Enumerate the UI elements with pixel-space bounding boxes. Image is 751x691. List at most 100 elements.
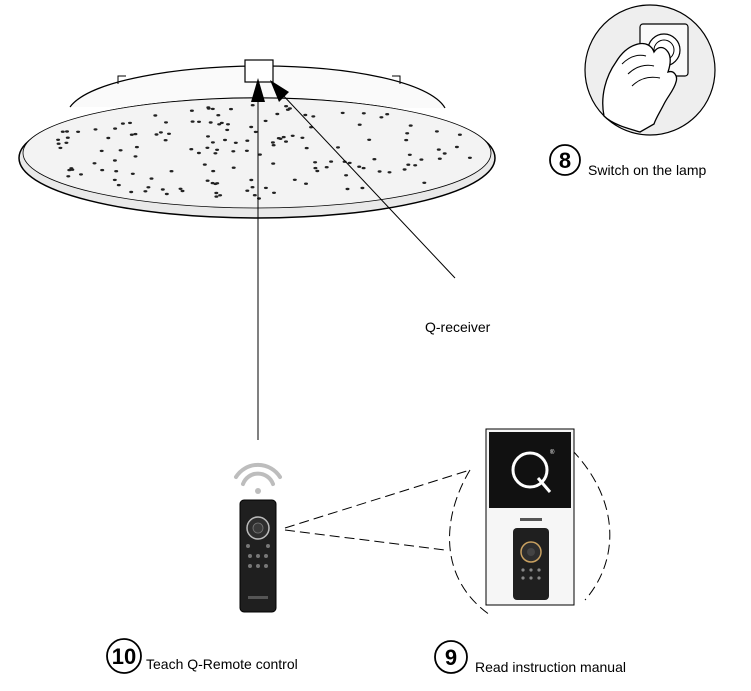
led-dot bbox=[284, 140, 288, 143]
led-dot bbox=[467, 156, 472, 159]
led-dot bbox=[303, 113, 308, 117]
led-dot bbox=[58, 146, 63, 150]
led-dot bbox=[99, 149, 104, 153]
led-dot bbox=[276, 137, 281, 140]
led-dot bbox=[106, 136, 111, 140]
led-dot bbox=[56, 138, 61, 141]
led-dot bbox=[120, 122, 125, 125]
led-dot bbox=[169, 170, 174, 173]
led-dot bbox=[118, 149, 123, 152]
led-dot bbox=[407, 153, 412, 156]
led-dot bbox=[219, 121, 224, 125]
led-dot bbox=[419, 158, 424, 161]
led-dot bbox=[180, 189, 185, 193]
led-dot bbox=[281, 135, 286, 139]
receiver-pointer bbox=[270, 80, 456, 279]
led-dot bbox=[245, 139, 250, 142]
led-dot bbox=[249, 178, 254, 182]
led-dot bbox=[129, 133, 134, 136]
led-dot bbox=[65, 136, 70, 139]
led-dot bbox=[226, 123, 230, 126]
led-dot bbox=[215, 182, 220, 185]
led-dot bbox=[257, 153, 262, 156]
step-9: 9 Read instruction manual bbox=[434, 640, 626, 675]
led-dot bbox=[454, 145, 459, 149]
led-dot bbox=[223, 138, 227, 142]
led-dot bbox=[128, 121, 132, 125]
led-dot bbox=[114, 170, 119, 173]
led-dot bbox=[76, 130, 81, 133]
led-dot bbox=[304, 146, 309, 150]
led-dot bbox=[214, 191, 219, 195]
led-dot bbox=[149, 177, 154, 180]
zoom-callout-lines bbox=[284, 449, 611, 616]
led-dot bbox=[158, 131, 163, 134]
led-dot bbox=[79, 173, 83, 176]
led-dot bbox=[253, 130, 258, 134]
led-dot bbox=[275, 112, 280, 116]
led-dot bbox=[413, 164, 418, 167]
led-dot bbox=[271, 144, 276, 147]
led-dot bbox=[113, 127, 118, 130]
led-dot bbox=[340, 111, 345, 115]
led-dot bbox=[290, 134, 295, 137]
led-dot bbox=[189, 109, 194, 112]
led-dot bbox=[196, 151, 201, 155]
led-dot bbox=[214, 195, 219, 198]
step-8-badge bbox=[549, 144, 581, 176]
led-dot bbox=[263, 186, 268, 190]
led-dot bbox=[210, 181, 215, 185]
led-dot bbox=[202, 163, 207, 166]
hand-switch-icon bbox=[584, 4, 716, 136]
wifi-signal-icon bbox=[234, 462, 282, 494]
led-dot bbox=[408, 124, 413, 127]
led-dot bbox=[367, 138, 372, 141]
led-dot bbox=[93, 128, 98, 131]
led-dot bbox=[69, 167, 74, 170]
led-dot bbox=[252, 194, 257, 197]
led-dot bbox=[372, 158, 377, 161]
signal-line bbox=[251, 78, 265, 440]
led-dot bbox=[65, 130, 69, 133]
remote-control-icon bbox=[239, 499, 277, 613]
led-dot bbox=[357, 123, 362, 126]
instruction-manual-icon: ® bbox=[485, 428, 575, 606]
led-dot bbox=[300, 136, 305, 139]
led-dot bbox=[324, 166, 329, 169]
led-dot bbox=[205, 179, 210, 182]
led-dot bbox=[56, 142, 61, 145]
led-dot bbox=[213, 152, 218, 155]
led-dot bbox=[442, 152, 447, 155]
led-dot bbox=[66, 175, 71, 178]
led-dot bbox=[216, 114, 221, 117]
step-10-number: 10 bbox=[112, 644, 136, 669]
step-9-badge bbox=[434, 640, 468, 674]
led-dot bbox=[116, 183, 121, 187]
led-dot bbox=[64, 141, 69, 144]
lamp-led-dots bbox=[56, 104, 472, 200]
led-dot bbox=[167, 132, 171, 135]
led-dot bbox=[345, 187, 350, 191]
q-receiver-box bbox=[244, 59, 274, 83]
led-dot bbox=[402, 168, 407, 171]
led-dot bbox=[100, 168, 105, 172]
step-8-number: 8 bbox=[559, 148, 571, 173]
led-dot bbox=[434, 130, 439, 133]
led-dot bbox=[67, 168, 72, 172]
led-dot bbox=[92, 162, 97, 165]
step-9-label: Read instruction manual bbox=[475, 659, 626, 675]
led-dot bbox=[154, 133, 159, 136]
led-dot bbox=[153, 114, 158, 117]
step-10-badge bbox=[106, 638, 142, 674]
step-10-label: Teach Q-Remote control bbox=[146, 656, 298, 672]
led-dot bbox=[361, 166, 366, 170]
led-dot bbox=[250, 186, 255, 189]
led-dot bbox=[379, 116, 384, 119]
led-dot bbox=[225, 128, 230, 132]
led-dot bbox=[217, 123, 222, 126]
led-dot bbox=[405, 132, 410, 135]
led-dot bbox=[347, 161, 352, 165]
led-dot bbox=[249, 125, 254, 129]
led-dot bbox=[387, 171, 392, 174]
step-10: 10 Teach Q-Remote control bbox=[106, 638, 298, 674]
